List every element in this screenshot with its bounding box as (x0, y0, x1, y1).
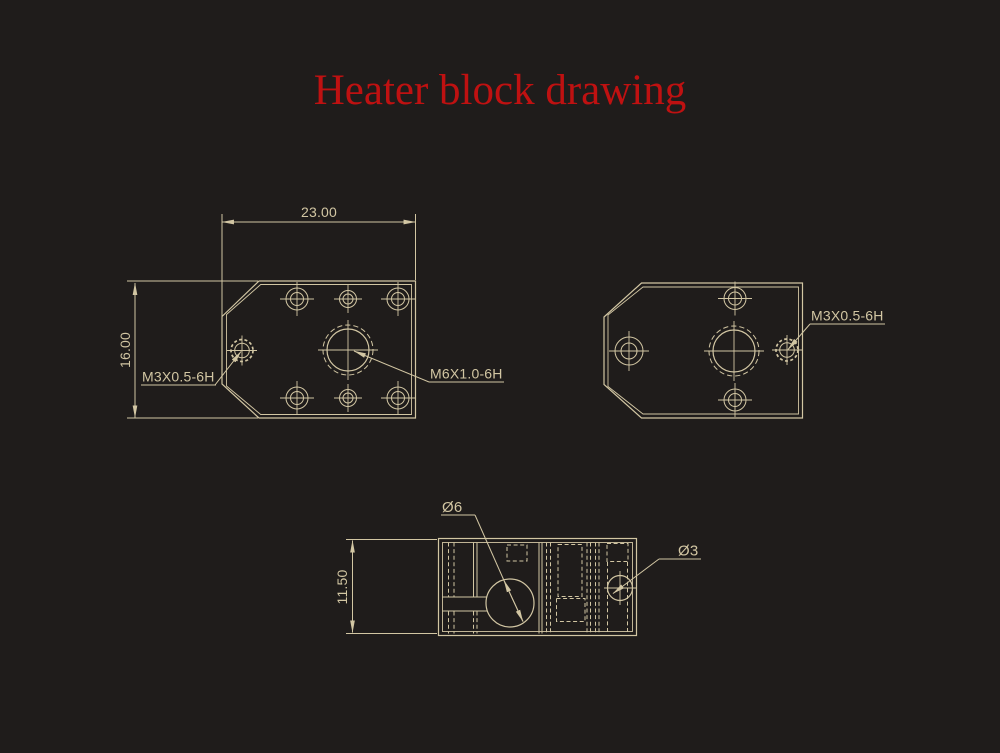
back-outline-inner (607, 286, 799, 415)
side-small-hole-label: Ø3 (678, 543, 698, 560)
side-slot (442, 596, 487, 612)
front-hole-bottom-left (279, 380, 315, 416)
back-m3-label: M3X0.5-6H (811, 308, 884, 324)
front-hole-top-middle (333, 284, 363, 314)
front-outline-inner (226, 284, 412, 415)
side-small-hole-callout: Ø3 (612, 543, 701, 594)
back-outline-outer (603, 282, 804, 419)
back-m3-threaded-hole (771, 334, 803, 366)
side-height-dim-text: 11.50 (334, 569, 350, 604)
side-outline-outer (437, 537, 638, 637)
front-hole-top-left (279, 281, 315, 317)
front-hole-top-right (380, 281, 416, 317)
front-m3-threaded-hole (226, 334, 258, 367)
front-height-dim-text: 16.00 (117, 332, 133, 368)
side-view: 11.50 Ø6 Ø3 (334, 499, 701, 637)
page-title: Heater block drawing (314, 67, 687, 114)
front-view: 23.00 16.00 M3X0.5-6H M6X1.0-6H (117, 204, 504, 419)
side-bore-label: Ø6 (442, 499, 462, 516)
front-hole-bottom-right (380, 380, 416, 416)
front-outline-outer (221, 280, 417, 419)
front-height-dimension: 16.00 (117, 280, 258, 419)
front-width-dimension: 23.00 (221, 204, 417, 316)
back-view: M3X0.5-6H (603, 281, 885, 419)
front-hole-bottom-middle (333, 383, 363, 413)
back-m6-threaded-bore (703, 320, 765, 382)
side-left-section-lines (448, 542, 478, 634)
front-m6-label: M6X1.0-6H (430, 366, 503, 382)
front-m3-label: M3X0.5-6H (142, 369, 215, 385)
side-bore-callout: Ø6 (441, 499, 524, 622)
front-width-dim-text: 23.00 (301, 204, 337, 220)
front-m3-callout: M3X0.5-6H (141, 351, 242, 386)
front-m6-threaded-bore (317, 319, 379, 381)
front-m6-callout: M6X1.0-6H (353, 350, 504, 383)
side-outline-inner (442, 542, 633, 632)
side-height-dimension: 11.50 (334, 539, 437, 634)
back-hole-bottom (717, 382, 753, 418)
side-bore-circle (485, 578, 535, 628)
back-hole-left (608, 330, 650, 372)
side-hidden-lines (506, 542, 629, 634)
back-m3-callout: M3X0.5-6H (787, 308, 885, 350)
